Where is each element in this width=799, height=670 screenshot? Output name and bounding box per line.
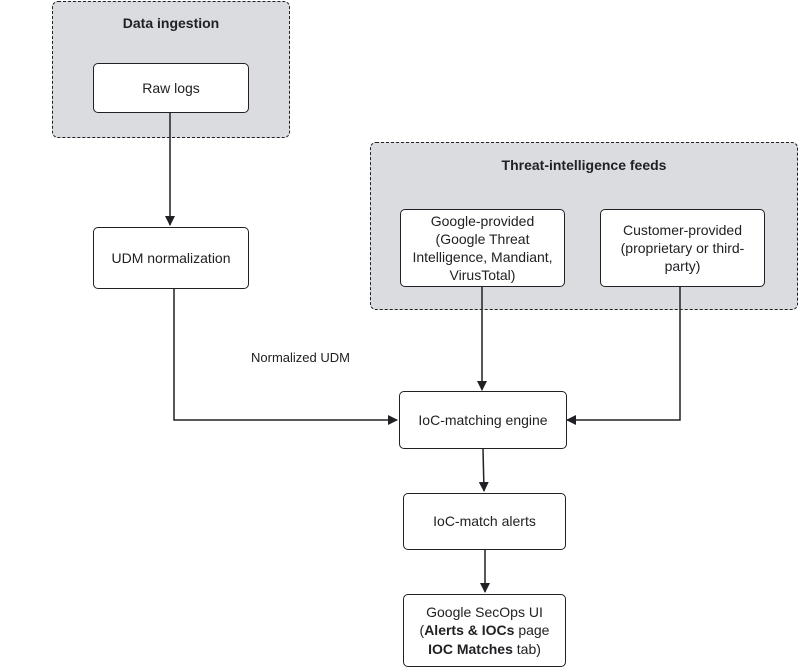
google-provided-text: Google-provided (Google Threat Intellige… <box>412 212 552 285</box>
udm-normalization-label: UDM normalization <box>111 249 231 266</box>
google-provided-line-4: VirusTotal) <box>449 267 516 284</box>
raw-logs-label: Raw logs <box>142 79 200 96</box>
ioc-match-alerts-label: IoC-match alerts <box>433 513 536 530</box>
raw-logs-node: Raw logs <box>93 63 249 113</box>
secops-ui-text: Google SecOps UI (Alerts & IOCs page IOC… <box>420 603 550 658</box>
secops-ui-open-paren: ( <box>419 622 425 639</box>
secops-ui-node: Google SecOps UI (Alerts & IOCs page IOC… <box>403 594 566 667</box>
secops-ui-page-word: page <box>514 622 550 639</box>
google-provided-node: Google-provided (Google Threat Intellige… <box>400 209 565 287</box>
google-provided-line-1: Google-provided <box>430 212 535 229</box>
udm-normalization-node: UDM normalization <box>93 227 249 289</box>
alerts-iocs-page-name: Alerts & IOCs <box>424 622 515 639</box>
secops-ui-line-1: Google SecOps UI <box>426 604 543 621</box>
data-ingestion-title: Data ingestion <box>122 15 220 31</box>
secops-ui-line-3: IOC Matches tab) <box>420 640 550 658</box>
ioc-matching-engine-label: IoC-matching engine <box>418 411 548 428</box>
ioc-matches-tab-name: IOC Matches <box>428 640 513 657</box>
customer-provided-node: Customer-provided (proprietary or third-… <box>600 209 765 287</box>
google-provided-line-2: (Google Threat <box>435 230 530 247</box>
secops-ui-tab-word: tab) <box>512 640 541 657</box>
customer-provided-line-1: Customer-provided <box>622 221 743 238</box>
customer-provided-line-2: (proprietary or third- <box>620 239 745 256</box>
threat-intel-feeds-title: Threat-intelligence feeds <box>501 157 667 173</box>
customer-provided-line-3: party) <box>664 258 701 275</box>
edge-engine-to-alerts <box>478 448 489 492</box>
data-ingestion-group: Data ingestion <box>52 1 290 138</box>
secops-ui-line-2: (Alerts & IOCs page <box>420 621 550 639</box>
google-provided-line-3: Intelligence, Mandiant, <box>412 249 553 265</box>
normalized-udm-edge-label: Normalized UDM <box>251 350 350 365</box>
ioc-matching-engine-node: IoC-matching engine <box>399 391 567 449</box>
ioc-match-alerts-node: IoC-match alerts <box>403 493 566 550</box>
customer-provided-text: Customer-provided (proprietary or third-… <box>621 221 745 276</box>
